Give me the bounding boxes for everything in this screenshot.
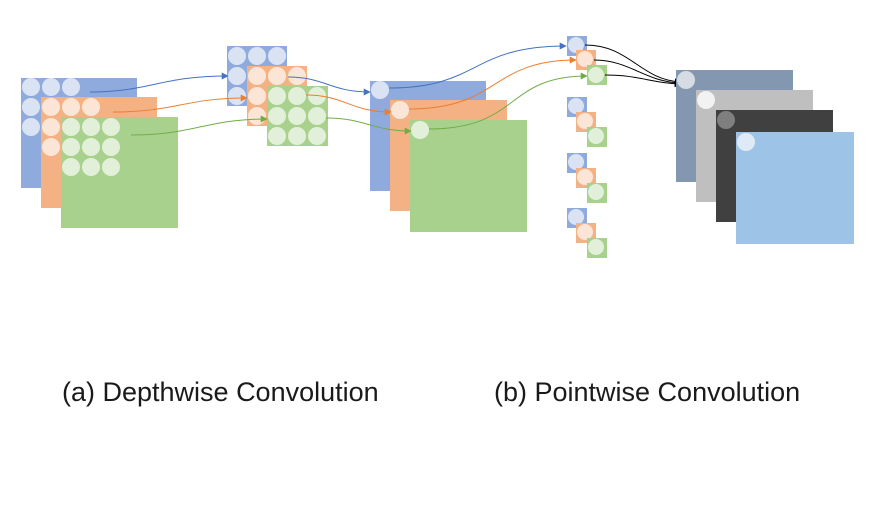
output-channel-4 [736,132,854,244]
depthwise-output-dot-orange [391,101,409,119]
arrow-to-pointwise-blue [388,42,567,89]
output-dot-3 [717,111,735,129]
pointwise-filter-3 [567,153,607,203]
pointwise-kernels [567,36,607,258]
depthwise-output-green [410,120,527,232]
arrow-to-pointwise-green [428,72,588,130]
pointwise-input-arrows [388,42,588,130]
arrow-input-to-kernel-blue [89,72,229,93]
depthwise-output-dot-blue [371,81,389,99]
input-dots-orange [42,98,100,156]
output-dot-4 [737,133,755,151]
arrow-to-output-2 [593,59,682,87]
arrow-input-to-kernel-green [130,115,268,136]
arrow-to-output-3 [604,74,682,88]
pointwise-filter-2 [567,97,607,147]
pointwise-output-arrows [584,44,682,88]
arrow-input-to-kernel-orange [112,94,248,113]
arrow-kernel-to-output-green [325,117,412,135]
arrow-kernel-to-output-orange [305,94,392,116]
output-dot-1 [677,71,695,89]
input-dots-green [62,118,120,176]
depthwise-kernels [227,46,328,146]
arrow-kernel-to-output-blue [287,76,371,96]
pointwise-filter-1 [567,36,607,85]
pointwise-caption: (b) Pointwise Convolution [494,377,801,407]
depthwise-output-map [370,81,527,232]
input-channel-green [61,117,178,228]
input-dots-blue [22,78,80,136]
pointwise-filter-4 [567,208,607,258]
output-feature-map [676,70,854,244]
depthwise-output-dot-green [411,121,429,139]
depthwise-arrows [89,72,412,136]
output-dot-2 [697,91,715,109]
depthwise-caption: (a) Depthwise Convolution [62,377,379,407]
arrow-to-output-1 [584,44,682,86]
arrow-to-pointwise-orange [408,56,577,110]
input-feature-map [21,78,178,228]
